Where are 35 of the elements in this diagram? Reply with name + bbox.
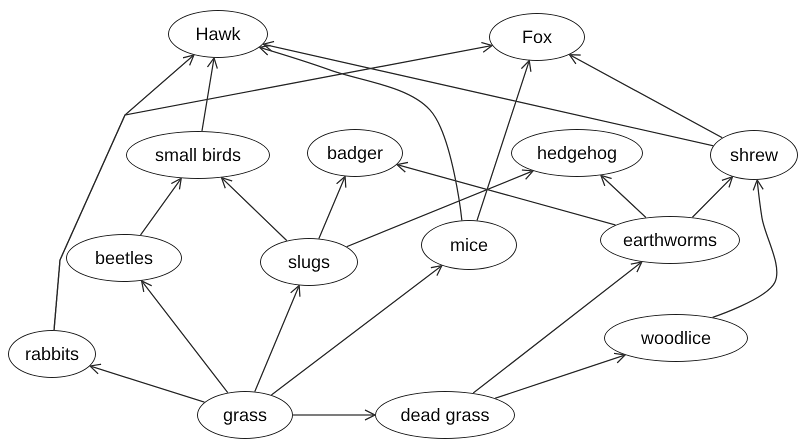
arrow: [712, 179, 778, 318]
arrow: [568, 54, 723, 138]
species-ellipse: hedgehog: [511, 129, 643, 177]
species-ellipse: grass: [197, 391, 293, 439]
arrow: [692, 176, 734, 218]
arrow: [220, 177, 288, 242]
arrow: [476, 60, 532, 221]
species-ellipse: mice: [421, 220, 517, 270]
arrow: [262, 40, 714, 146]
species-ellipse: earthworms: [600, 216, 740, 264]
arrow: [494, 352, 626, 399]
arrow: [140, 178, 182, 236]
species-ellipse: dead grass: [375, 391, 515, 439]
arrow: [140, 280, 228, 393]
species-ellipse: Hawk: [168, 10, 268, 58]
arrow: [53, 42, 493, 330]
arrow: [396, 162, 616, 226]
species-ellipse: small birds: [126, 131, 270, 179]
species-ellipse: beetles: [66, 234, 182, 282]
species-ellipse: slugs: [260, 238, 358, 286]
arrow: [201, 57, 218, 132]
arrow: [318, 176, 346, 239]
arrow: [271, 264, 442, 396]
arrow: [293, 409, 376, 421]
species-ellipse: rabbits: [8, 330, 96, 378]
arrow: [472, 261, 642, 394]
species-ellipse: Fox: [489, 13, 585, 61]
arrow: [600, 174, 646, 218]
species-ellipse: woodlice: [604, 314, 748, 362]
species-ellipse: badger: [307, 129, 403, 177]
arrow: [254, 284, 301, 392]
species-ellipse: shrew: [710, 130, 798, 180]
arrow: [346, 169, 534, 248]
arrow: [89, 364, 205, 403]
arrow: [258, 44, 462, 220]
